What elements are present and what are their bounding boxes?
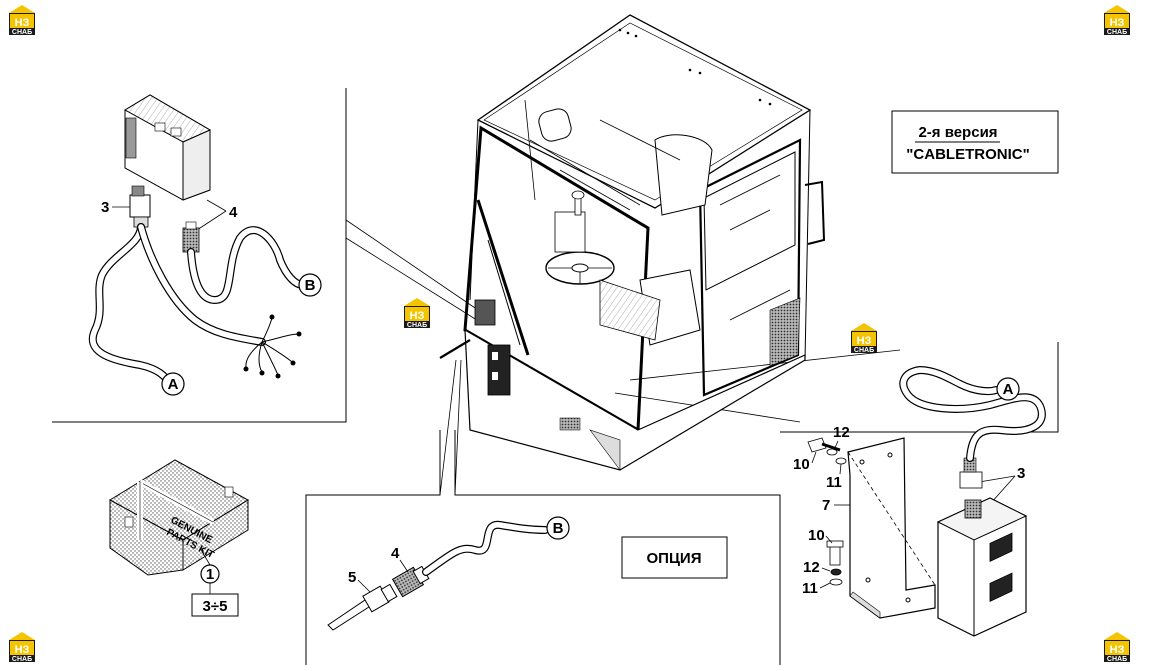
callout-12-bottom: 12 bbox=[803, 559, 820, 576]
leader-lines bbox=[196, 199, 1016, 513]
control-box-right bbox=[899, 365, 1046, 637]
callout-3-top: 3 bbox=[101, 199, 109, 216]
antenna-cable-assembly bbox=[327, 520, 549, 631]
callout-7: 7 bbox=[822, 497, 830, 514]
cab-illustration bbox=[439, 14, 826, 471]
ref-circle-a-top: A bbox=[161, 372, 185, 396]
logo-bottom-left: НЗ СНАБ bbox=[9, 632, 35, 663]
logo-caption: СНАБ bbox=[12, 656, 32, 663]
svg-text:A: A bbox=[168, 376, 179, 393]
logo-mark: НЗ bbox=[1110, 17, 1125, 29]
option-label: ОПЦИЯ bbox=[647, 550, 702, 567]
frame-lines bbox=[52, 88, 1059, 665]
logo-mark: НЗ bbox=[15, 17, 30, 29]
logo-caption: СНАБ bbox=[1107, 656, 1127, 663]
callout-5: 5 bbox=[348, 569, 356, 586]
kit-range: 3÷5 bbox=[203, 598, 228, 615]
logo-caption: СНАБ bbox=[854, 347, 874, 354]
callout-4-bottom: 4 bbox=[391, 545, 400, 562]
version-box: 2-я версия "CABLETRONIC" bbox=[891, 110, 1059, 174]
logo-mark: НЗ bbox=[15, 644, 30, 656]
logo-mark: НЗ bbox=[1110, 644, 1125, 656]
parts-kit-box: GENUINE PARTS KIT bbox=[109, 459, 249, 576]
ref-circle-b-top: B bbox=[298, 273, 322, 297]
logo-top-left: НЗ СНАБ bbox=[9, 5, 35, 36]
logo-middle-left: НЗ СНАБ bbox=[404, 298, 430, 329]
logo-caption: СНАБ bbox=[12, 29, 32, 36]
logo-caption: СНАБ bbox=[407, 322, 427, 329]
version-line-1: 2-я версия bbox=[918, 124, 997, 141]
svg-text:B: B bbox=[553, 520, 564, 537]
callout-3-right: 3 bbox=[1017, 465, 1025, 482]
logo-middle-right: НЗ СНАБ bbox=[851, 323, 877, 354]
svg-text:1: 1 bbox=[206, 566, 214, 583]
ref-circle-b-bottom: B bbox=[546, 516, 570, 540]
callout-10-top: 10 bbox=[793, 456, 810, 473]
bolts-and-washers bbox=[807, 437, 847, 586]
callout-12-top: 12 bbox=[833, 424, 850, 441]
callout-11-top: 11 bbox=[826, 474, 842, 491]
option-box: ОПЦИЯ bbox=[621, 536, 728, 579]
logo-caption: СНАБ bbox=[1107, 29, 1127, 36]
version-line-2: "CABLETRONIC" bbox=[906, 146, 1029, 163]
control-box-assembly bbox=[88, 94, 307, 389]
mounting-bracket bbox=[847, 437, 936, 619]
logo-top-right: НЗ СНАБ bbox=[1104, 5, 1130, 36]
ref-circle-a-right: A bbox=[996, 377, 1020, 401]
logo-mark: НЗ bbox=[857, 335, 872, 347]
logo-bottom-right: НЗ СНАБ bbox=[1104, 632, 1130, 663]
callout-11-bottom: 11 bbox=[802, 580, 818, 597]
svg-text:B: B bbox=[305, 277, 316, 294]
kit-callout: 1 3÷5 bbox=[191, 564, 239, 617]
svg-text:A: A bbox=[1003, 381, 1014, 398]
callout-10-bottom: 10 bbox=[808, 527, 825, 544]
logo-mark: НЗ bbox=[410, 310, 425, 322]
callout-4-top: 4 bbox=[229, 204, 238, 221]
